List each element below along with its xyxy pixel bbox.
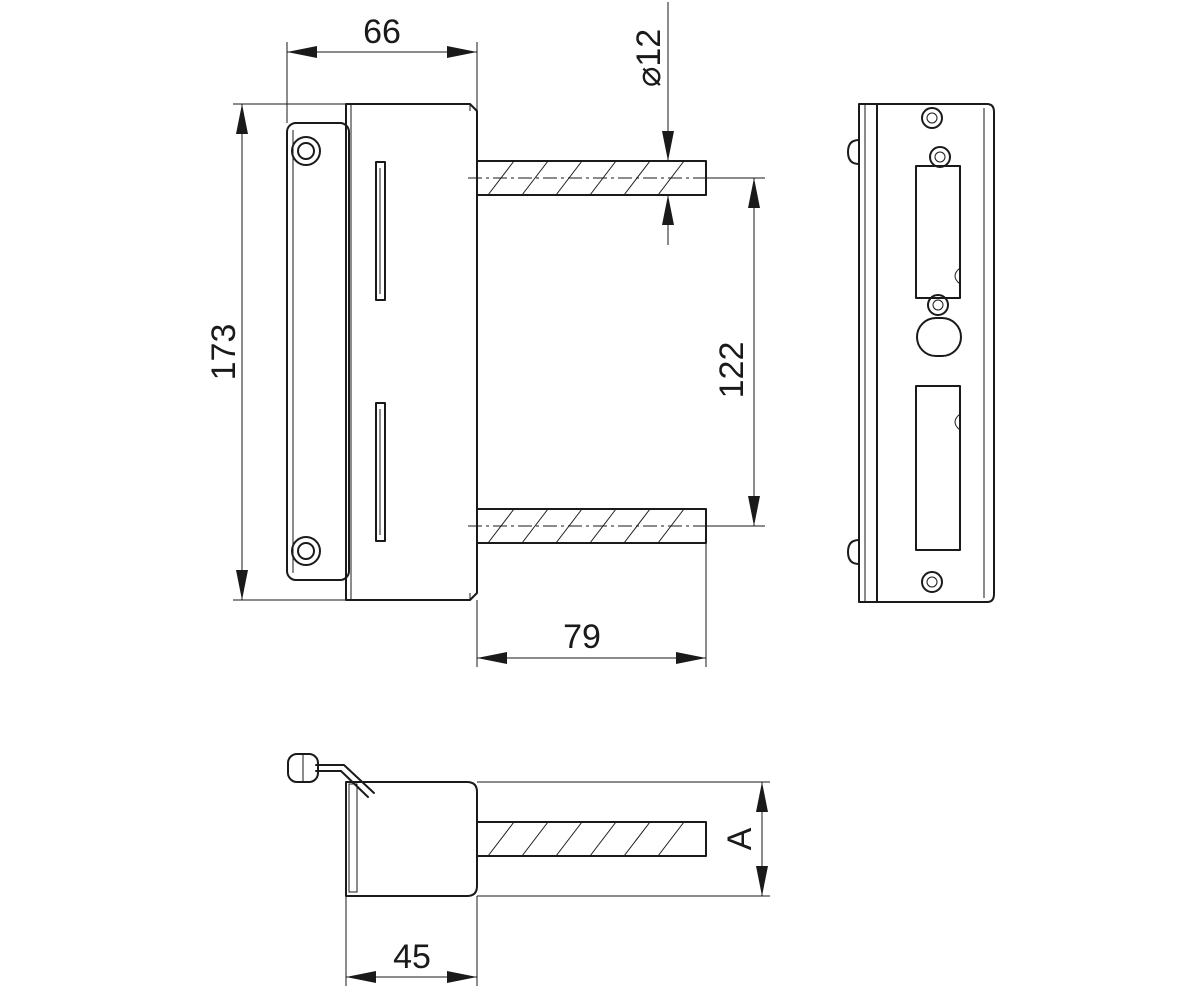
side-oval-cutout (916, 317, 962, 357)
pin-top (468, 160, 720, 196)
side-flange (858, 103, 878, 603)
svg-text:⌀12: ⌀12 (630, 29, 668, 87)
dim-label-length: 79 (563, 618, 601, 656)
top-pin (476, 821, 707, 857)
dimension-pin-spacing-122: 122 (706, 177, 765, 527)
side-window-top (915, 165, 961, 299)
hinge-knuckle-top (847, 139, 860, 165)
dim-label-offset: A (721, 827, 759, 850)
dim-label-spacing: 122 (713, 342, 751, 399)
hinge-knuckle-bottom (847, 539, 860, 565)
dim-label-diameter: 12 (630, 29, 668, 67)
dimension-diameter-12: ⌀12 (630, 2, 674, 245)
screw-icon (927, 294, 949, 316)
main-body (345, 103, 478, 601)
top-body (345, 781, 478, 897)
hinge-leaf (315, 764, 375, 794)
mounting-hole-top (291, 136, 321, 166)
dim-label-width: 66 (363, 13, 401, 51)
pin-bottom (468, 508, 720, 544)
hinge-flange (286, 122, 350, 581)
mounting-hole-bottom (291, 536, 321, 566)
side-plate (876, 103, 995, 603)
dimension-height-173: 173 (205, 103, 346, 601)
dimension-width-66: 66 (286, 13, 478, 123)
dimension-depth-45: 45 (345, 896, 478, 986)
slot-bottom (375, 402, 386, 542)
dimension-pin-length-79: 79 (476, 543, 707, 667)
side-view (847, 103, 995, 603)
side-window-bottom (915, 385, 961, 551)
dimension-offset-A: A (477, 781, 770, 897)
screw-icon (929, 146, 951, 168)
dim-label-depth: 45 (393, 938, 431, 976)
slot-top (375, 161, 386, 301)
front-view (286, 103, 720, 601)
top-view (287, 753, 707, 897)
screw-icon (921, 107, 943, 129)
dim-label-height: 173 (205, 324, 243, 381)
screw-icon (921, 571, 943, 593)
diameter-symbol: ⌀ (630, 67, 668, 87)
